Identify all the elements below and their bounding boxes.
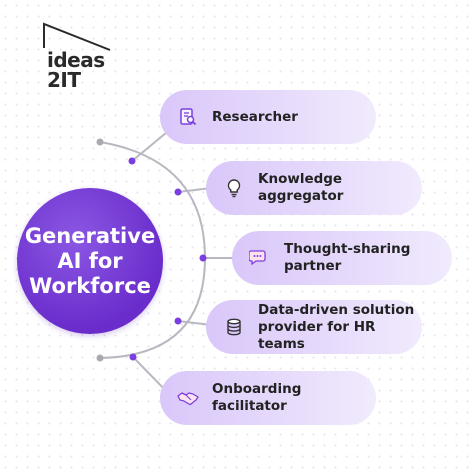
central-topic-circle: Generative AI for Workforce	[17, 188, 163, 334]
logo-text-line1: ideas	[47, 48, 105, 72]
card-onboarding-facilitator: Onboarding facilitator	[160, 371, 376, 425]
arc-end-dot-bottom	[96, 354, 104, 362]
ideas2it-logo: ideas 2IT	[38, 22, 118, 90]
lightbulb-icon	[220, 174, 248, 202]
center-title-line2: AI for	[57, 248, 123, 273]
database-icon	[220, 313, 248, 341]
junction-dot-4	[174, 317, 182, 325]
junction-dot-5	[129, 353, 137, 361]
junction-dot-3	[199, 254, 207, 262]
arc-end-dot-top	[96, 138, 104, 146]
center-title-line3: Workforce	[29, 273, 151, 298]
center-title-line1: Generative	[24, 223, 156, 248]
junction-dot-2	[174, 188, 182, 196]
card-thought-sharing-partner: Thought-sharing partner	[232, 231, 452, 285]
junction-dot-1	[128, 157, 136, 165]
card-label: Onboarding facilitator	[212, 381, 302, 414]
card-label: Data-driven solution provider for HR tea…	[258, 301, 415, 352]
card-data-driven-solution-provider: Data-driven solution provider for HR tea…	[206, 300, 422, 354]
card-label: Thought-sharing partner	[284, 241, 411, 274]
logo-text-line2: 2IT	[47, 68, 81, 92]
card-label: Researcher	[212, 108, 298, 125]
handshake-icon	[174, 384, 202, 412]
card-label: Knowledge aggregator	[258, 171, 344, 204]
card-knowledge-aggregator: Knowledge aggregator	[206, 161, 422, 215]
chat-bubbles-icon	[246, 244, 274, 272]
logo-mark	[43, 22, 111, 51]
document-search-icon	[174, 103, 202, 131]
card-researcher: Researcher	[160, 90, 376, 144]
